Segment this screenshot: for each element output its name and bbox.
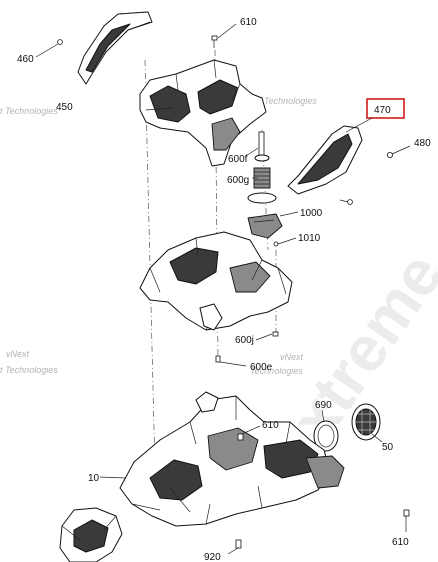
watermark-text: vNext <box>6 349 30 359</box>
part-610-screw-mid <box>237 425 261 441</box>
part-50-grille <box>351 403 383 443</box>
watermark-text: vNext <box>280 352 304 362</box>
callout-1000: 1000 <box>300 208 323 219</box>
part-450-left-deflector <box>77 11 153 85</box>
callout-600e: 600e <box>250 362 273 373</box>
part-480-screw <box>386 145 411 158</box>
part-610-screw-top <box>211 23 237 48</box>
callout-470-highlight <box>366 98 405 119</box>
part-10-airbox-housing <box>99 391 345 527</box>
part-600g-spring <box>252 167 271 189</box>
callout-1010: 1010 <box>298 233 321 244</box>
callout-470: 470 <box>374 105 391 116</box>
part-lower-frame <box>139 231 293 331</box>
watermark-text: t Technologies <box>0 365 58 375</box>
watermark-text: t Technologies <box>0 106 58 116</box>
part-washer <box>254 154 270 162</box>
callout-920: 920 <box>204 552 221 562</box>
part-470-right-deflector <box>287 125 363 195</box>
callout-460: 460 <box>17 54 34 65</box>
part-600j-screw <box>255 331 279 341</box>
callout-610-bottom: 610 <box>392 537 409 548</box>
callout-10: 10 <box>88 473 100 484</box>
callout-450: 450 <box>56 102 73 113</box>
part-screw-small <box>347 199 353 205</box>
callout-610-mid: 610 <box>262 420 279 431</box>
callout-610-top: 610 <box>240 17 257 28</box>
watermark-text: Technologies <box>264 96 317 106</box>
part-upper-bracket <box>139 59 267 167</box>
part-1010-pin <box>273 237 297 247</box>
callout-600j: 600j <box>235 335 254 346</box>
callout-50: 50 <box>382 442 394 453</box>
callout-480: 480 <box>414 138 431 149</box>
part-920 <box>227 539 242 555</box>
watermark-text: Technologies <box>250 366 303 376</box>
callout-labels: 460 450 610 470 480 600f 600g 1000 1010 … <box>17 17 431 562</box>
part-lower-left-component <box>59 507 123 562</box>
part-690-seal-ring <box>313 409 339 452</box>
part-610-screw-bottom <box>403 509 410 532</box>
callout-600g: 600g <box>227 175 249 186</box>
part-600e-screw <box>215 355 247 367</box>
callout-600f: 600f <box>228 154 248 165</box>
callout-690: 690 <box>315 400 332 411</box>
part-1000-damper <box>247 192 299 239</box>
part-460-screw <box>35 39 63 58</box>
